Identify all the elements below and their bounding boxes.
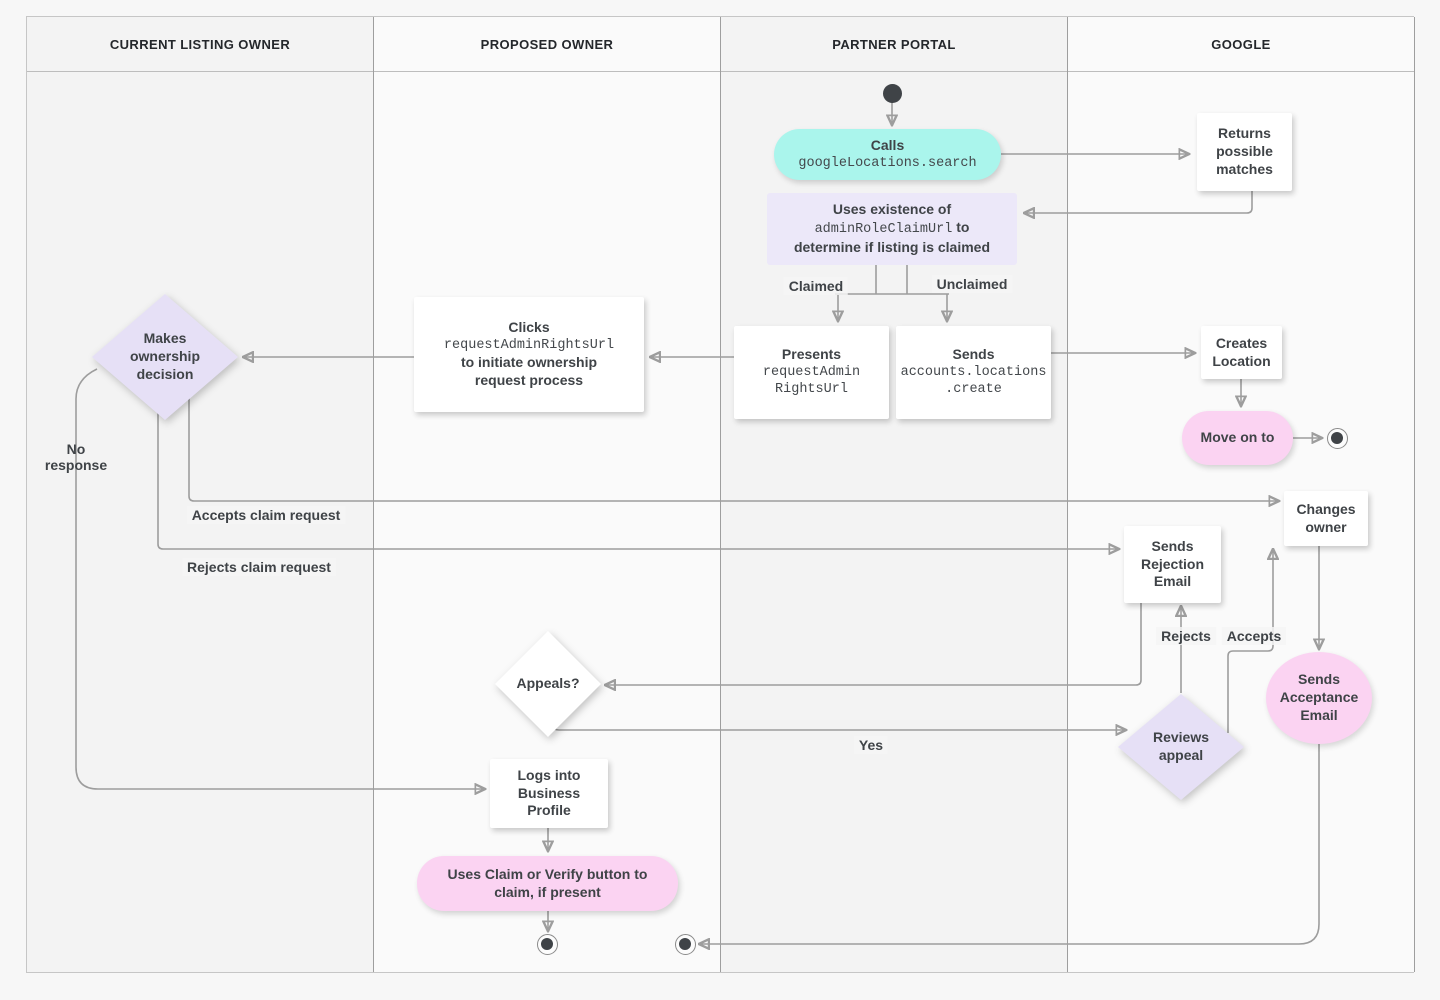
node-presents-requestadminrightsurl: Presents requestAdmin RightsUrl (734, 326, 889, 419)
edge-appeals-yes (553, 727, 1125, 730)
node-label: Logs into Business Profile (517, 766, 581, 819)
node-label: Uses Claim or Verify button to claim, if… (447, 865, 648, 900)
node-suffix: to (952, 219, 970, 236)
end-node-claim (536, 933, 558, 955)
node-clicks-requestadminrightsurl: Clicks requestAdminRightsUrl to initiate… (414, 297, 644, 412)
node-line2: adminRoleClaimUrl to (815, 219, 970, 238)
edge-label-claimed: Claimed (783, 277, 849, 295)
node-code: requestAdminRightsUrl (443, 337, 615, 353)
node-label: Sends Rejection Email (1140, 537, 1204, 590)
lane-header-proposed-owner: PROPOSED OWNER (374, 17, 720, 72)
node-title: Sends (952, 346, 995, 363)
node-label: Reviews appeal (1152, 729, 1210, 763)
node-creates-location: Creates Location (1201, 326, 1282, 379)
swimlane-diagram: CURRENT LISTING OWNER PROPOSED OWNER PAR… (26, 16, 1415, 974)
node-title: Presents (781, 346, 842, 363)
edge-label-accepts: Accepts (1221, 627, 1287, 645)
node-label: Appeals? (516, 675, 580, 692)
node-label: Sends Acceptance Email (1279, 671, 1359, 723)
node-sends-acceptance-email: Sends Acceptance Email (1266, 652, 1372, 744)
node-code: googleLocations.search (798, 155, 977, 171)
end-dot (1331, 432, 1343, 444)
node-label: Makes ownership decision (129, 330, 200, 382)
lane-header-current-listing-owner: CURRENT LISTING OWNER (27, 17, 373, 72)
node-reviews-appeal: Reviews appeal (1118, 694, 1244, 800)
node-code: adminRoleClaimUrl (814, 222, 953, 238)
node-logs-into-business-profile: Logs into Business Profile (490, 759, 608, 828)
edge-label-yes: Yes (853, 736, 889, 754)
node-title: Clicks (508, 319, 550, 335)
lane-header-partner-portal: PARTNER PORTAL (721, 17, 1067, 72)
lane-current-listing-owner: CURRENT LISTING OWNER (27, 17, 374, 972)
node-sends-accounts-locations-create: Sends accounts.locations .create (896, 326, 1051, 419)
edge-accepts-claim (188, 398, 1278, 501)
node-label: Returns possible matches (1216, 125, 1273, 177)
node-makes-ownership-decision: Makes ownership decision (92, 294, 238, 420)
node-code: .create (945, 382, 1002, 398)
edge-rejects-claim (157, 413, 1118, 549)
node-move-on-to: Move on to (1182, 411, 1293, 465)
node-label: Changes owner (1296, 500, 1356, 535)
node-code: accounts.locations (900, 365, 1047, 381)
edge-no-response (75, 368, 484, 789)
end-dot (679, 938, 691, 950)
node-subtitle: to initiate ownership request process (460, 354, 598, 389)
start-node (882, 83, 902, 103)
node-line3: determine if listing is claimed (793, 238, 991, 255)
node-title: Calls (870, 136, 905, 153)
node-sends-rejection-email: Sends Rejection Email (1124, 526, 1221, 603)
edge-returns-to-uses (1025, 191, 1253, 213)
edge-label-rejects-claim-request: Rejects claim request (182, 558, 336, 576)
edge-label-accepts-claim-request: Accepts claim request (186, 506, 346, 524)
node-line1: Uses existence of (832, 201, 952, 218)
node-label: Move on to (1200, 429, 1275, 446)
node-changes-owner: Changes owner (1284, 491, 1368, 546)
node-uses-existence: Uses existence of adminRoleClaimUrl to d… (767, 193, 1017, 265)
edge-label-rejects: Rejects (1156, 627, 1216, 645)
edge-label-unclaimed: Unclaimed (931, 275, 1013, 293)
edge-review-accepts (1227, 550, 1273, 733)
end-node-acceptance (674, 933, 696, 955)
node-uses-claim-or-verify: Uses Claim or Verify button to claim, if… (417, 856, 678, 911)
node-code: requestAdmin (762, 365, 861, 381)
lane-header-google: GOOGLE (1068, 17, 1414, 72)
node-returns-possible-matches: Returns possible matches (1197, 113, 1292, 191)
flow-edges (75, 102, 1415, 974)
edge-rejection-to-appeals (606, 603, 1142, 685)
edge-acceptance-to-end (700, 744, 1320, 944)
node-calls-googlelocations-search: Calls googleLocations.search (774, 129, 1001, 180)
node-appeals-decision: Appeals? (495, 631, 601, 737)
end-node-moveon (1326, 427, 1348, 449)
node-label: Creates Location (1212, 334, 1271, 369)
edge-label-no-response: No response (44, 441, 108, 473)
node-code: RightsUrl (775, 382, 848, 398)
end-dot (541, 938, 553, 950)
